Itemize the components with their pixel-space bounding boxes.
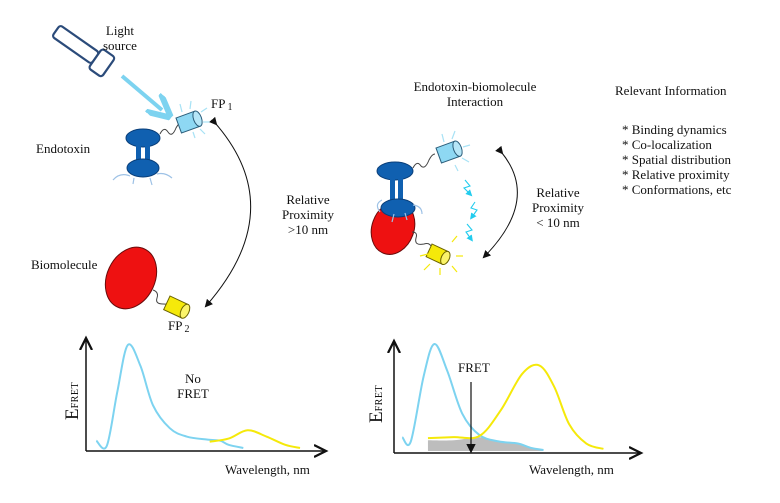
- x-axis-label: Wavelength, nm: [225, 462, 310, 477]
- fp1-donor-protein-bound: [435, 140, 463, 164]
- fp2-acceptor-protein: [162, 295, 191, 319]
- info-item: * Conformations, etc: [622, 182, 732, 197]
- info-item: * Relative proximity: [622, 167, 730, 182]
- y-axis-label-sub: FRET: [70, 381, 81, 409]
- light-source-label: Light source: [103, 23, 137, 53]
- flashlight-icon: [52, 25, 116, 78]
- proximity-far-line: Proximity: [281, 207, 334, 222]
- fp1-glow-rays: [441, 130, 471, 172]
- energy-transfer-arrows: [462, 179, 478, 242]
- light-source-label-line: Light: [105, 23, 135, 38]
- info-item: * Binding dynamics: [622, 122, 727, 137]
- endotoxin-bound: [376, 161, 423, 223]
- proximity-arrow-far: [204, 116, 252, 308]
- biomolecule-label: Biomolecule: [31, 257, 98, 272]
- info-item: * Co-localization: [622, 137, 712, 152]
- acceptor-emission-line: [209, 429, 301, 449]
- y-axis-label: EFRET: [62, 382, 84, 420]
- proximity-near-label: Relative Proximity < 10 nm: [525, 185, 591, 230]
- fp2-subscript: 2: [184, 324, 190, 335]
- y-axis-label-main: E: [62, 408, 83, 420]
- info-list: * Binding dynamics * Co-localization * S…: [622, 122, 731, 197]
- linker: [411, 231, 433, 249]
- interaction-title-line: Endotoxin-biomolecule: [413, 79, 537, 94]
- info-title: Relevant Information: [615, 83, 727, 98]
- x-axis-label: Wavelength, nm: [529, 462, 614, 477]
- fp1-subscript: 1: [227, 102, 233, 113]
- proximity-near-line: Relative: [536, 185, 580, 200]
- proximity-far-line: Relative: [286, 192, 330, 207]
- biomolecule: [104, 246, 158, 310]
- spectral-overlap-area: [427, 437, 544, 451]
- proximity-arrow-near: [482, 145, 518, 259]
- spectrum-chart-fret: [394, 341, 641, 453]
- y-axis-label-sub: FRET: [374, 384, 385, 412]
- endotoxin-molecule: [112, 128, 173, 186]
- fp2-label-text: FP: [168, 318, 183, 333]
- no-fret-annotation: No FRET: [168, 371, 218, 401]
- linker: [412, 153, 436, 169]
- proximity-far-line: >10 nm: [287, 222, 329, 237]
- fp1-glow-rays: [179, 100, 210, 139]
- info-item: * Spatial distribution: [622, 152, 732, 167]
- interaction-title: Endotoxin-biomolecule Interaction: [400, 79, 550, 109]
- fp1-label-text: FP: [211, 96, 226, 111]
- proximity-near-line: < 10 nm: [536, 215, 580, 230]
- acceptor-emission-line: [427, 363, 604, 450]
- fp2-glow-rays: [419, 235, 463, 275]
- no-fret-annotation-line: No: [185, 371, 201, 386]
- proximity-far-label: Relative Proximity >10 nm: [273, 192, 343, 237]
- fp1-donor-protein: [175, 110, 203, 134]
- interaction-title-line: Interaction: [446, 94, 504, 109]
- endotoxin-label: Endotoxin: [36, 141, 91, 156]
- y-axis-label-main: E: [366, 411, 387, 423]
- spectrum-chart-no-fret: [86, 338, 326, 451]
- no-fret-annotation-line: FRET: [177, 386, 209, 401]
- y-axis-label: EFRET: [366, 385, 388, 423]
- light-source-label-line: source: [103, 38, 137, 53]
- light-beam-arrow: [120, 74, 162, 110]
- fret-annotation: FRET: [458, 360, 490, 375]
- fp2-acceptor-protein-bound: [425, 243, 451, 266]
- proximity-near-line: Proximity: [531, 200, 584, 215]
- donor-emission-line: [401, 343, 544, 451]
